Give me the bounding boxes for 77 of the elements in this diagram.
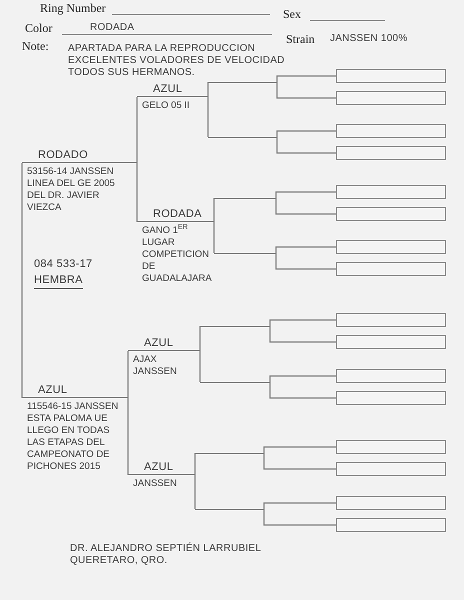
bracket-line [269,319,336,326]
bracket-line [263,446,336,453]
bracket-line [207,97,209,138]
sex-note: HEMBRA [34,272,83,289]
bracket-line [127,350,129,398]
bird-details: GANO 1$^{ER}$ LUGAR COMPETICION DE GUADALAJARA [141,222,213,285]
bracket-line [127,398,129,476]
bracket-line [275,191,336,198]
empty-name-box [336,462,446,476]
bird-details: JANSSEN [132,477,178,490]
form-label: Ring Number [40,2,106,14]
form-label: Color [25,22,52,34]
bracket-line [194,452,196,475]
bracket-line [276,82,336,99]
empty-name-box [336,335,446,349]
ring-number: 084 533-17 [34,257,92,272]
bracket-line [269,326,336,343]
bracket-line [136,163,138,223]
empty-name-box [336,518,446,532]
empty-name-box [336,207,446,221]
bracket-line [263,502,336,509]
form-label: Strain [286,33,315,45]
bracket-line [199,351,201,383]
bird-details: 115546-15 JANSSEN ESTA PALOMA UE LLEGO EN TODAS LAS ETAPAS DEL CAMPEONATO DE PICHONES 2015 [26,400,120,473]
bracket-line [194,475,196,510]
bird-color: AZUL [128,460,195,475]
handwritten-note: APARTADA PARA LA REPRODUCCION EXCELENTES VOLADORES DE VELOCIDAD TODOS SUS HERMANOS. [68,43,286,79]
bracket-line [263,509,336,526]
empty-name-box [336,440,446,454]
bracket-line [263,453,336,470]
bracket-line [136,96,138,163]
handwritten-note: DR. ALEJANDRO SEPTIÉN LARRUBIEL QUERETARO, QRO. [70,543,262,567]
bird-color: AZUL [128,336,200,351]
pedigree-line [200,381,270,383]
bracket-line [276,130,336,137]
empty-name-box [336,369,446,383]
form-label: Sex [283,8,301,20]
bracket-line [275,198,336,215]
bracket-line [269,382,336,399]
bird-color: AZUL [22,383,128,398]
pedigree-line [214,197,276,199]
bracket-line [21,263,23,399]
bird-details: GELO 05 II [141,99,191,112]
pedigree-line [208,136,277,138]
bracket-line [21,162,23,263]
bird-details: 53156-14 JANSSEN LINEA DEL GE 2005 DEL DR. JAVIER VIEZCA [26,165,116,214]
empty-name-box [336,91,446,105]
empty-name-box [336,313,446,327]
empty-name-box [336,124,446,138]
pedigree-line [200,325,270,327]
empty-name-box [336,496,446,510]
bracket-line [275,246,336,253]
bracket-line [199,325,201,351]
bird-color: RODADO [22,148,137,163]
bird-details: AJAX JANSSEN [132,353,178,378]
bracket-line [275,253,336,270]
pedigree-line [208,81,277,83]
empty-name-box [336,240,446,254]
bracket-line [213,222,215,254]
bird-color: RODADA [137,207,214,222]
empty-name-box [336,146,446,160]
empty-name-box [336,69,446,83]
bracket-line [213,197,215,222]
bracket-line [276,137,336,154]
bracket-line [276,75,336,82]
form-label: Note: [22,40,49,52]
empty-name-box [336,185,446,199]
bracket-line [207,81,209,97]
bracket-line [269,375,336,382]
handwritten-note: JANSSEN 100% [330,33,408,45]
pedigree-line [195,452,264,454]
bird-color: AZUL [137,82,208,97]
empty-name-box [336,262,446,276]
pedigree-line [195,508,264,510]
empty-name-box [336,391,446,405]
pedigree-line [214,252,276,254]
handwritten-note: RODADA [90,22,134,34]
